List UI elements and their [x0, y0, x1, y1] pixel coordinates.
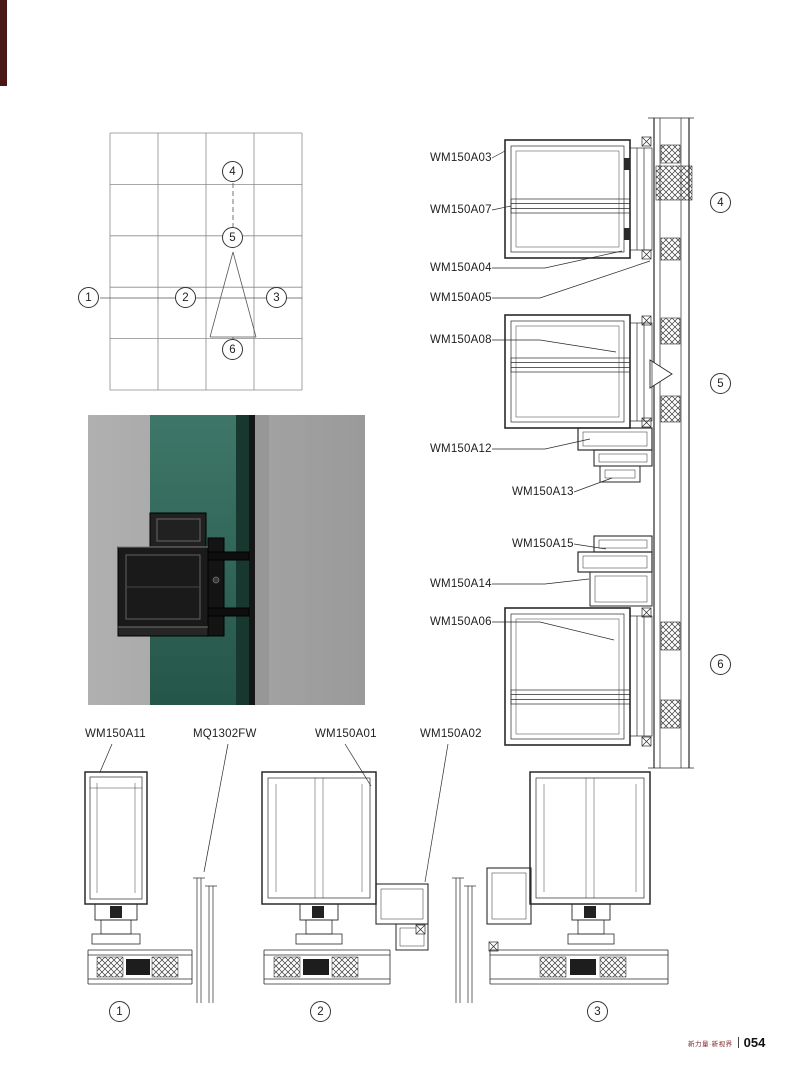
section-detail-5-drawing — [504, 314, 653, 483]
part-label-wm150a15: WM150A15 — [512, 538, 574, 550]
left-edge-accent-bar — [0, 0, 7, 86]
page-number: 054 — [743, 1035, 766, 1050]
anchor-hatch-blocks — [655, 144, 693, 729]
part-label-wm150a06: WM150A06 — [430, 616, 492, 628]
callout-elevation-4: 4 — [222, 161, 243, 182]
open-joint-arrow — [649, 359, 673, 389]
glass-lines-right-of-detail-2 — [452, 877, 476, 1003]
part-label-wm150a12: WM150A12 — [430, 443, 492, 455]
callout-elevation-1: 1 — [78, 287, 99, 308]
part-label-wm150a04: WM150A04 — [430, 262, 492, 274]
elevation-grid — [109, 132, 303, 391]
part-label-wm150a14: WM150A14 — [430, 578, 492, 590]
callout-detail-4: 4 — [710, 192, 731, 213]
fixing-x-symbols — [641, 136, 652, 747]
callout-elevation-2: 2 — [175, 287, 196, 308]
part-label-wm150a11: WM150A11 — [85, 728, 146, 740]
leader-lines — [99, 150, 651, 883]
callout-elevation-6: 6 — [222, 339, 243, 360]
callout-detail-3: 3 — [587, 1001, 608, 1022]
callout-detail-6: 6 — [710, 654, 731, 675]
page-footer: 新力量·新视界 054 — [688, 1035, 765, 1050]
callout-detail-5: 5 — [710, 373, 731, 394]
callout-elevation-3: 3 — [266, 287, 287, 308]
section-detail-1-drawing — [84, 771, 217, 1003]
part-label-wm150a03: WM150A03 — [430, 152, 492, 164]
callout-elevation-5: 5 — [222, 227, 243, 248]
part-label-mq1302fw: MQ1302FW — [193, 728, 257, 740]
section-detail-4-drawing — [504, 139, 653, 259]
part-label-wm150a01: WM150A01 — [315, 728, 377, 740]
footer-tagline: 新力量·新视界 — [688, 1040, 733, 1048]
part-label-wm150a08: WM150A08 — [430, 334, 492, 346]
footer-divider — [737, 1037, 739, 1048]
part-label-wm150a02: WM150A02 — [420, 728, 482, 740]
section-detail-3-drawing — [486, 771, 669, 985]
part-label-wm150a13: WM150A13 — [512, 486, 574, 498]
callout-detail-2: 2 — [310, 1001, 331, 1022]
section-detail-6-drawing — [504, 535, 653, 746]
part-label-wm150a07: WM150A07 — [430, 204, 492, 216]
part-label-wm150a05: WM150A05 — [430, 292, 492, 304]
render-mullion-edge — [249, 415, 255, 705]
elevation-section-marks — [100, 183, 302, 340]
structural-column — [641, 117, 694, 769]
section-detail-2-drawing — [261, 771, 476, 1003]
glass-lines-right-of-detail-1 — [193, 877, 217, 1003]
callout-detail-1: 1 — [109, 1001, 130, 1022]
product-render-image — [88, 415, 365, 705]
